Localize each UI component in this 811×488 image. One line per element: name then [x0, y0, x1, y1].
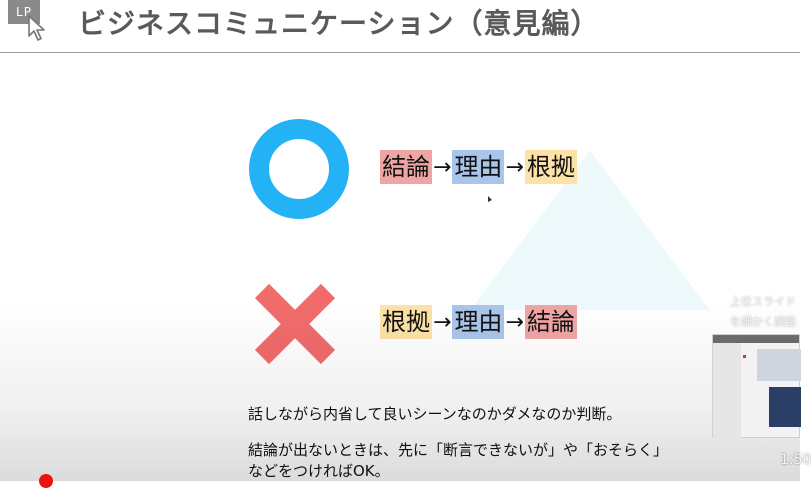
arrow-icon: → [505, 154, 524, 180]
step-evidence: 根拠 [380, 305, 432, 339]
end-card-line: 上位スライド [730, 295, 796, 308]
end-card-line: を細かく調整 [730, 315, 796, 328]
cross-icon [254, 283, 336, 365]
end-card-title[interactable]: 上位スライド を細かく調整 [730, 292, 796, 332]
step-evidence: 根拠 [524, 150, 577, 184]
step-reason: 理由 [452, 305, 505, 339]
arrow-icon: → [433, 154, 452, 180]
note-text-2: 結論が出ないときは、先に「断言できないが」や「おそらく」などをつければOK。 [248, 441, 669, 480]
step-conclusion: 結論 [524, 305, 577, 339]
background-triangle [470, 150, 710, 310]
progress-scrubber[interactable] [39, 474, 53, 488]
thumbnail-titlebar [713, 335, 799, 343]
step-reason: 理由 [452, 150, 505, 184]
arrow-icon: → [433, 309, 452, 335]
note-text-1: 話しながら内省して良いシーンなのかダメなのか判断。 [248, 405, 622, 423]
bad-order-flow: 根拠 → 理由 → 結論 [380, 305, 577, 339]
slide-header: LP ビジネスコミュニケーション（意見編） [0, 0, 800, 53]
cursor-arrow-icon [28, 15, 45, 41]
end-card-thumbnail[interactable] [712, 334, 801, 439]
thumbnail-block [769, 387, 801, 427]
video-timestamp: 1:50 [780, 452, 811, 468]
thumbnail-marker [743, 355, 746, 358]
good-order-flow: 結論 → 理由 → 根拠 [380, 150, 577, 184]
slide-title: ビジネスコミュニケーション（意見編） [78, 7, 600, 40]
step-conclusion: 結論 [380, 150, 432, 184]
thumbnail-banner [757, 349, 801, 381]
arrow-icon: → [505, 309, 524, 335]
mouse-pointer-icon [488, 196, 492, 202]
circle-icon [249, 119, 349, 219]
thumbnail-sidebar [713, 343, 741, 439]
lp-logo: LP [8, 0, 40, 24]
